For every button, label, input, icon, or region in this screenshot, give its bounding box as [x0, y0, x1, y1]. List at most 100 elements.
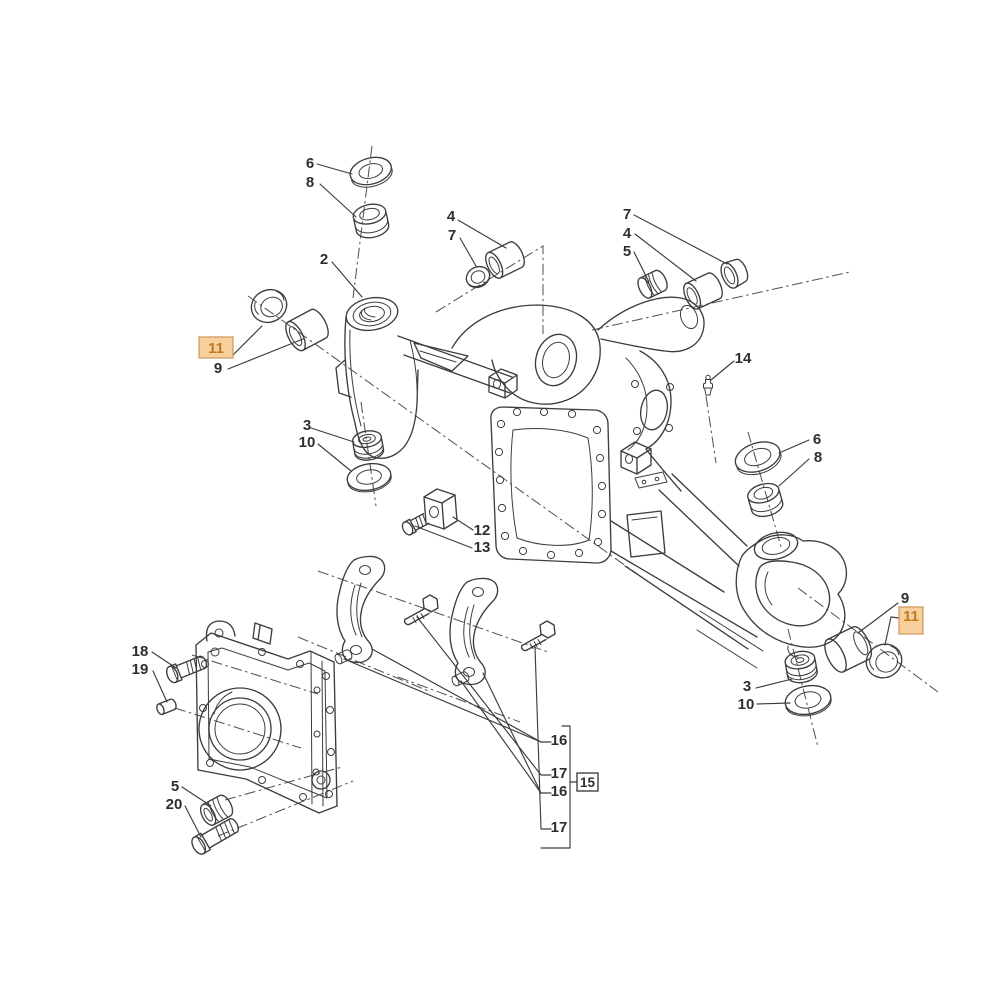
part-seal-left-lower — [351, 430, 385, 461]
leader-line — [316, 163, 353, 175]
callout-label: 3 — [743, 678, 751, 695]
axle-housing — [397, 296, 764, 669]
part-clamp-bolt-first — [403, 594, 439, 626]
callout-14[interactable]: 14 — [710, 350, 752, 381]
part-pivot-bushing-top-center — [485, 241, 525, 279]
reference-box — [576, 772, 599, 792]
callout-4-top-right[interactable]: 4 — [623, 225, 697, 282]
cover-bolt-holes — [199, 648, 335, 801]
callout-3-left[interactable]: 3 — [303, 417, 355, 443]
leader-line — [633, 251, 650, 283]
leader-line — [884, 616, 900, 646]
callout-2[interactable]: 2 — [320, 251, 363, 298]
callout-label: 17 — [551, 819, 568, 836]
callout-6-right[interactable]: 6 — [778, 431, 821, 454]
callout-11-right-highlighted[interactable]: 11 — [884, 606, 924, 646]
part-thrust-washer-right-lower — [784, 684, 832, 717]
leader-line — [152, 670, 168, 703]
leader-line — [778, 458, 810, 487]
callout-label: 4 — [447, 208, 456, 225]
callout-label: 9 — [214, 360, 222, 377]
callout-7-top-right[interactable]: 7 — [623, 206, 728, 265]
highlight-box — [898, 606, 924, 635]
callout-8-right[interactable]: 8 — [778, 449, 822, 487]
callout-label: 18 — [132, 643, 149, 660]
leader-line — [414, 525, 473, 549]
part-clamp-first — [336, 555, 386, 664]
callout-label: 17 — [551, 765, 568, 782]
part-seal-right-end — [865, 643, 903, 679]
callout-8-upper-left[interactable]: 8 — [306, 174, 357, 218]
leader-line — [343, 658, 542, 743]
callout-label: 3 — [303, 417, 311, 434]
callout-label: 12 — [474, 522, 491, 539]
leader-line — [756, 702, 791, 705]
leader-line — [227, 338, 304, 370]
callout-18[interactable]: 18 — [132, 643, 177, 669]
part-bushing-upper-left — [352, 203, 390, 239]
part-stop-bolt — [401, 512, 430, 536]
part-bolt-cover-lower — [191, 818, 240, 855]
callout-3-right[interactable]: 3 — [743, 678, 793, 695]
part-bolt-cover — [165, 655, 208, 684]
part-dowel-pin-cover — [156, 698, 177, 716]
callout-13[interactable]: 13 — [414, 525, 491, 556]
callout-7-top-center[interactable]: 7 — [448, 227, 477, 267]
part-threaded-plug-top-right — [637, 269, 668, 299]
callout-5-top-right[interactable]: 5 — [623, 243, 650, 283]
callout-12[interactable]: 12 — [452, 516, 491, 539]
callout-10-left[interactable]: 10 — [299, 434, 352, 472]
callout-label: 10 — [299, 434, 316, 451]
part-stop-block — [423, 488, 458, 530]
leader-line — [310, 427, 355, 443]
flange-bolt-holes — [494, 407, 607, 560]
part-thrust-ring-top-center — [465, 265, 491, 289]
callout-10-right[interactable]: 10 — [738, 696, 791, 713]
leader-line — [331, 261, 363, 298]
callout-label: 7 — [448, 227, 456, 244]
callout-label: 5 — [623, 243, 631, 260]
callout-9-right[interactable]: 9 — [857, 590, 909, 634]
callout-5-bottom[interactable]: 5 — [171, 778, 212, 807]
callout-4-top-center[interactable]: 4 — [447, 208, 507, 249]
callout-9-left[interactable]: 9 — [214, 338, 304, 377]
callout-label: 6 — [813, 431, 821, 448]
leader-line — [181, 786, 212, 807]
part-pivot-bushing-top-right — [683, 272, 723, 310]
leader-line — [457, 219, 507, 249]
callout-label: 9 — [901, 590, 909, 607]
callout-20[interactable]: 20 — [166, 796, 202, 838]
leader-line — [633, 214, 728, 265]
part-seal-ring-upper-left — [349, 156, 393, 188]
leader-line — [371, 648, 552, 743]
leader-line — [460, 680, 542, 794]
leader-line — [459, 237, 477, 267]
callout-label: 11 — [208, 340, 224, 357]
leader-line — [778, 439, 810, 454]
callout-label: 20 — [166, 796, 183, 813]
callout-11-left-highlighted[interactable]: 11 — [198, 325, 263, 359]
part-knuckle-right — [735, 531, 848, 658]
callout-label: 2 — [320, 251, 328, 268]
part-grease-fitting — [703, 374, 713, 396]
part-bushing-right — [747, 482, 784, 518]
callout-16-first[interactable]: 16 — [343, 648, 567, 749]
callout-label: 10 — [738, 696, 755, 713]
callout-label: 13 — [474, 539, 491, 556]
callout-label: 11 — [903, 608, 919, 625]
part-clamp-bolt-second — [520, 620, 556, 652]
part-seal-right-lower — [784, 650, 818, 684]
callout-17-first[interactable]: 17 — [416, 616, 568, 782]
callout-16-second[interactable]: 16 — [460, 672, 567, 800]
leader-line — [534, 646, 552, 830]
callout-15-boxed[interactable]: 15 — [576, 772, 599, 792]
callout-19[interactable]: 19 — [132, 661, 168, 703]
part-bushing-left — [285, 308, 329, 352]
callout-label: 4 — [623, 225, 632, 242]
callout-17-second[interactable]: 17 — [534, 646, 568, 836]
callout-label: 6 — [306, 155, 314, 172]
callout-label: 15 — [580, 775, 596, 790]
callout-6-upper-left[interactable]: 6 — [306, 155, 353, 175]
part-seal-ring-right — [734, 441, 782, 476]
